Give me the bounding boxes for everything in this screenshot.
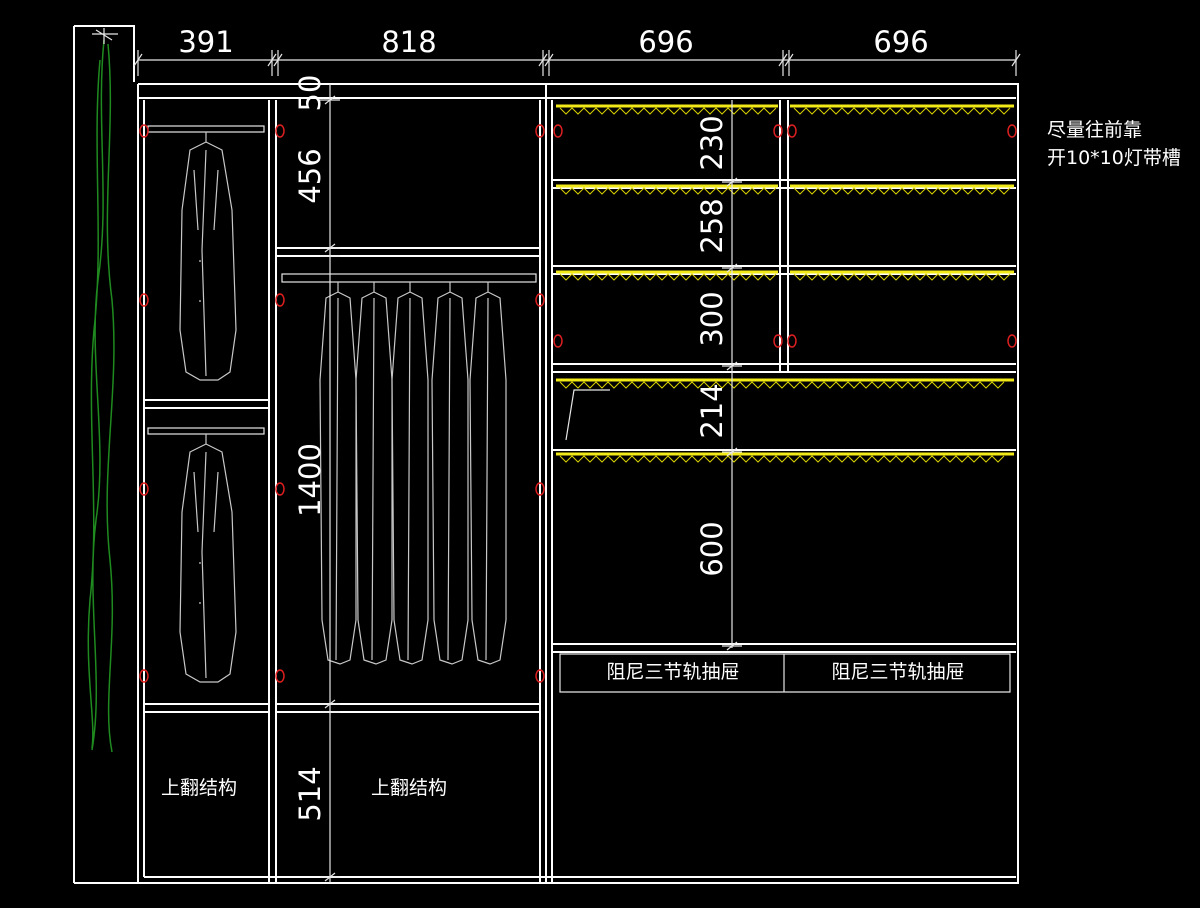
shelf-pin-icon (787, 334, 797, 348)
width-dim-1: 391 (178, 25, 233, 59)
shelf-pin-icon (773, 124, 783, 138)
left-height-dimensions: 50 456 1400 514 (293, 75, 340, 883)
shelf-pin-icon (275, 482, 285, 496)
shelf-pin-icon (1007, 334, 1017, 348)
left-bay-hanging: 上翻结构 (144, 125, 269, 799)
note-line-2: 开10*10灯带槽 (1047, 147, 1181, 169)
shelf-pin-icon (773, 334, 783, 348)
hanging-rail-upper (147, 125, 265, 133)
height-dim-258: 258 (695, 198, 729, 253)
shelf-pin-icon (139, 482, 149, 496)
coat-icon (179, 132, 237, 381)
shelf-pin-icon (275, 293, 285, 307)
shelf-pin-icon (535, 124, 545, 138)
note-line-1: 尽量往前靠 (1047, 119, 1142, 141)
height-dim-230: 230 (695, 115, 729, 170)
shelf-pin-icon (139, 124, 149, 138)
hanging-rail-center (281, 273, 537, 283)
flip-label-center: 上翻结构 (371, 777, 447, 799)
right-height-dimensions: 230 258 300 214 600 (695, 100, 742, 651)
coat-icon (355, 282, 393, 665)
coat-icon (319, 282, 357, 665)
width-dim-4: 696 (873, 25, 928, 59)
drawer-label-left: 阻尼三节轨抽屉 (606, 661, 739, 683)
shelf-pin-icon (535, 482, 545, 496)
height-dim-214: 214 (695, 383, 729, 438)
height-dim-514: 514 (293, 766, 327, 821)
coat-icon (179, 434, 237, 683)
coat-icon (391, 282, 429, 665)
plant-icon (87, 39, 115, 753)
shelf-pin-icon (535, 293, 545, 307)
drawer-label-right: 阻尼三节轨抽屉 (831, 661, 964, 683)
shelf-pin-icon (553, 124, 563, 138)
width-dim-2: 818 (381, 25, 436, 59)
coat-icon (469, 282, 507, 665)
plant-top-icon (92, 28, 118, 44)
shelf-pins (139, 124, 1017, 683)
height-dim-50: 50 (293, 75, 327, 112)
shelf-pin-icon (275, 124, 285, 138)
center-bay-hanging: 上翻结构 (276, 247, 540, 799)
shelf-pin-icon (1007, 124, 1017, 138)
right-shelving: 阻尼三节轨抽屉 阻尼三节轨抽屉 (552, 100, 1016, 693)
shelf-pin-icon (535, 669, 545, 683)
width-dimensions: 391 818 696 696 (133, 25, 1021, 76)
shelf-pin-icon (787, 124, 797, 138)
shelf-pin-icon (553, 334, 563, 348)
shelf-pin-icon (275, 669, 285, 683)
shelf-pin-icon (139, 669, 149, 683)
width-dim-3: 696 (638, 25, 693, 59)
coat-icon (431, 282, 469, 665)
shelf-pin-icon (139, 293, 149, 307)
height-dim-1400: 1400 (293, 443, 327, 517)
hanging-rail-lower (147, 427, 265, 435)
flip-label-left: 上翻结构 (161, 777, 237, 799)
side-panel (73, 25, 135, 883)
led-groove-note: 尽量往前靠 开10*10灯带槽 (1047, 119, 1181, 169)
height-dim-456: 456 (293, 148, 327, 203)
height-dim-600: 600 (695, 521, 729, 576)
height-dim-300: 300 (695, 291, 729, 346)
